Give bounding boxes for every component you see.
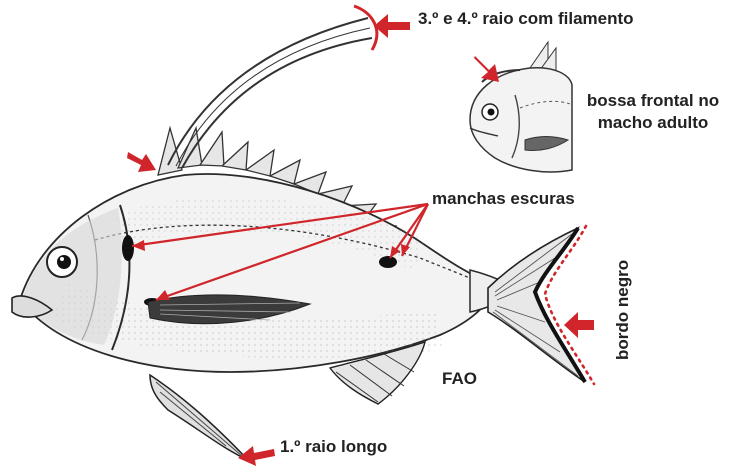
- arrow-icon: [238, 446, 275, 466]
- label-dark-spots: manchas escuras: [432, 188, 575, 210]
- arrow-icon: [374, 14, 410, 38]
- arrow-icon: [564, 312, 594, 338]
- fish-eye: [47, 247, 77, 277]
- fish-head-inset: [470, 42, 572, 172]
- arrow-icon: [474, 56, 499, 82]
- label-long-ray: 1.º raio longo: [280, 436, 387, 458]
- label-frontal-hump: bossa frontal no macho adulto: [566, 90, 740, 134]
- dark-spot-dorsal: [379, 256, 397, 268]
- dark-spot-gill: [122, 235, 134, 261]
- label-black-border: bordo negro: [612, 260, 634, 360]
- label-filament: 3.º e 4.º raio com filamento: [418, 8, 634, 30]
- label-frontal-hump-line1: bossa frontal no: [566, 90, 740, 112]
- label-fao: FAO: [442, 368, 477, 390]
- arrow-icon: [127, 152, 156, 172]
- filament-marker: [354, 6, 377, 50]
- label-frontal-hump-line2: macho adulto: [566, 112, 740, 134]
- pelvic-fin: [150, 375, 248, 460]
